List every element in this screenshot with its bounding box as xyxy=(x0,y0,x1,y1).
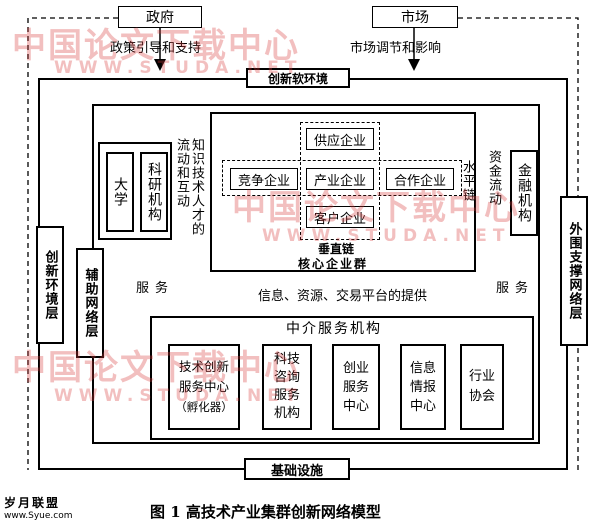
startup-center: 创业服务中心 xyxy=(332,344,380,430)
vertical-chain-label: 垂直链 xyxy=(318,242,355,256)
horizontal-chain-label: 水平链 xyxy=(460,160,475,202)
tech-innovation-center: 技术创新 服务中心 （孵化器） xyxy=(168,344,240,430)
figure-caption: 图 1 高技术产业集群创新网络模型 xyxy=(150,503,381,521)
aux-network-label: 辅助网络层 xyxy=(76,248,104,358)
gov-dashed xyxy=(27,17,118,470)
tech-consulting: 科技咨询服务机构 xyxy=(262,344,312,430)
university-box: 大学 xyxy=(106,152,134,232)
logo-text: 岁月联盟 xyxy=(4,496,61,510)
horizontal-chain-frame xyxy=(222,160,462,196)
tech-center-line3: （孵化器） xyxy=(175,400,233,414)
government-box: 政府 xyxy=(118,6,202,28)
info-center: 信息情报中心 xyxy=(400,344,446,430)
industry-enterprise: 产业企业 xyxy=(306,168,374,190)
tech-center-line1: 技术创新 xyxy=(178,359,229,374)
vertical-chain-frame xyxy=(300,122,380,240)
industry-association: 行业协会 xyxy=(460,344,504,430)
site-logo: 岁月联盟 www.Syue.com xyxy=(4,494,90,521)
finance-box: 金融机构 xyxy=(510,150,538,236)
customer-enterprise: 客户企业 xyxy=(306,206,374,228)
platform-label: 信息、资源、交易平台的提供 xyxy=(258,289,428,304)
tech-center-line2: 服务中心 xyxy=(178,379,229,394)
intermediary-title: 中介服务机构 xyxy=(286,321,382,337)
soft-environment-label: 创新软环境 xyxy=(246,68,350,88)
service-right-label: 服务 xyxy=(496,281,535,296)
market-box: 市场 xyxy=(372,6,458,28)
capital-flow-label: 资金流动 xyxy=(486,150,501,206)
research-box: 科研机构 xyxy=(140,152,168,232)
policy-label: 政策引导和支持 xyxy=(110,41,202,56)
knowledge-flow-label: 知识技术人才的流动和互动 xyxy=(174,138,204,236)
service-left-label: 服务 xyxy=(136,281,175,296)
market-dashed xyxy=(458,17,579,470)
infrastructure-label: 基础设施 xyxy=(244,458,350,480)
coop-enterprise: 合作企业 xyxy=(386,168,454,190)
compete-enterprise: 竞争企业 xyxy=(230,168,298,190)
external-network-label: 外围支撑网络层 xyxy=(560,196,588,346)
logo-url: www.Syue.com xyxy=(4,511,73,521)
env-layer-label: 创新环境层 xyxy=(36,226,64,344)
core-group-label: 核心企业群 xyxy=(298,257,369,271)
market-effect-label: 市场调节和影响 xyxy=(350,41,442,56)
supply-enterprise: 供应企业 xyxy=(306,128,374,150)
